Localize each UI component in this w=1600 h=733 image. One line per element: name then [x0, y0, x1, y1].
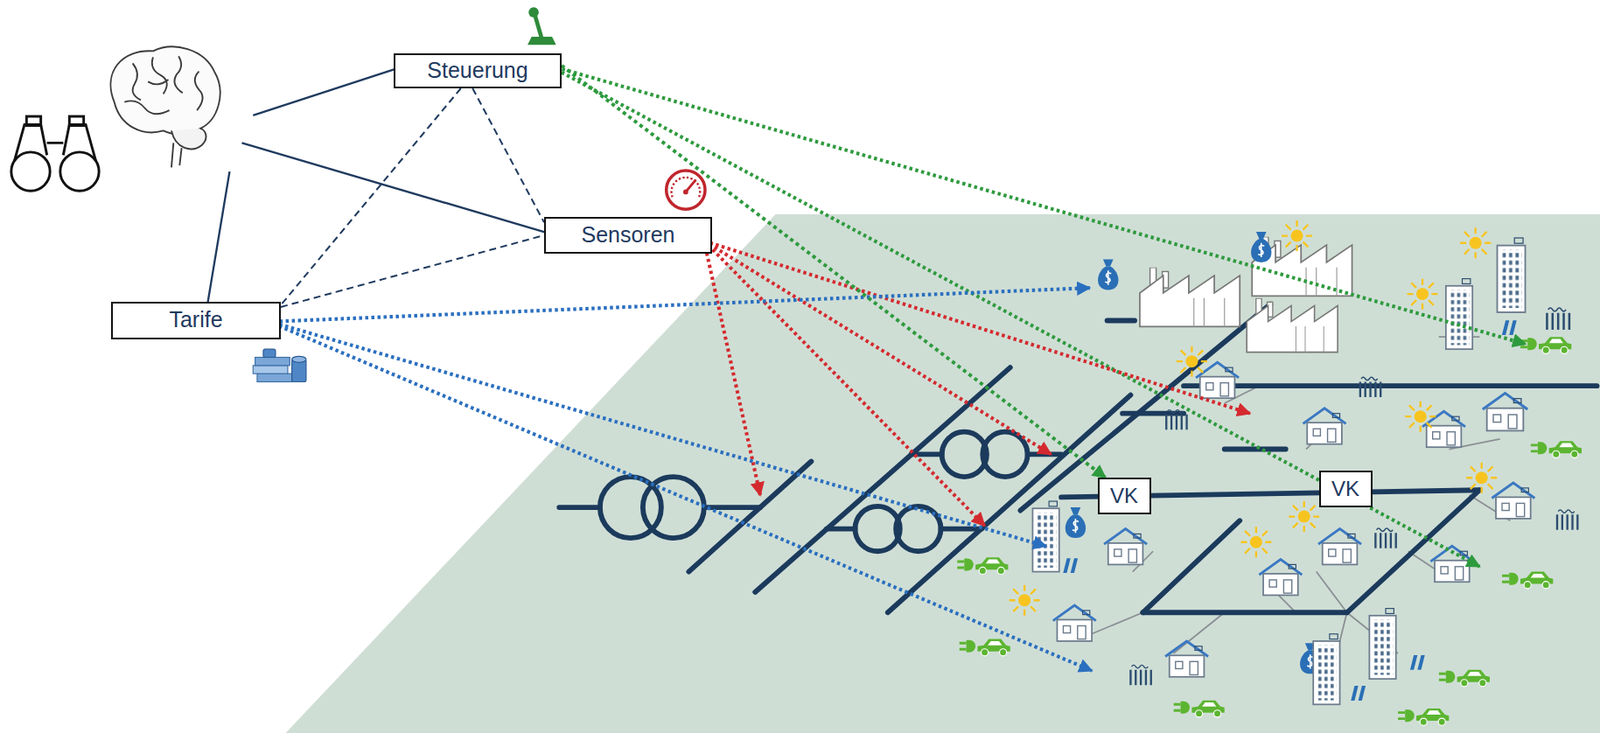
label-box: VK: [1319, 470, 1373, 508]
control-arrows: [556, 67, 1526, 567]
label-box: Sensoren: [544, 216, 713, 254]
power-grid: [558, 304, 1597, 613]
box-label: VK: [1331, 477, 1360, 501]
gauge-icon: [666, 170, 706, 210]
label-box: Tarife: [111, 301, 281, 340]
label-box: VK: [1097, 477, 1152, 515]
consumers: [957, 220, 1582, 726]
tariff-arrows: [273, 287, 1092, 671]
joystick-icon: [527, 6, 557, 45]
dashed-link: [472, 88, 545, 223]
sensor-arrows: [704, 240, 1251, 526]
label-box: Steuerung: [393, 53, 562, 89]
brain-links: [207, 67, 547, 307]
box-label: Tarife: [168, 307, 223, 333]
dashed-link: [280, 88, 462, 306]
box-label: Steuerung: [426, 58, 528, 84]
money-icon: [252, 349, 307, 382]
binoculars-icon: [11, 116, 99, 191]
dashed-link: [280, 235, 545, 308]
box-label: VK: [1110, 484, 1139, 508]
brain-icon: [111, 46, 221, 168]
control-arrow: [561, 65, 1106, 478]
box-label: Sensoren: [580, 223, 675, 248]
